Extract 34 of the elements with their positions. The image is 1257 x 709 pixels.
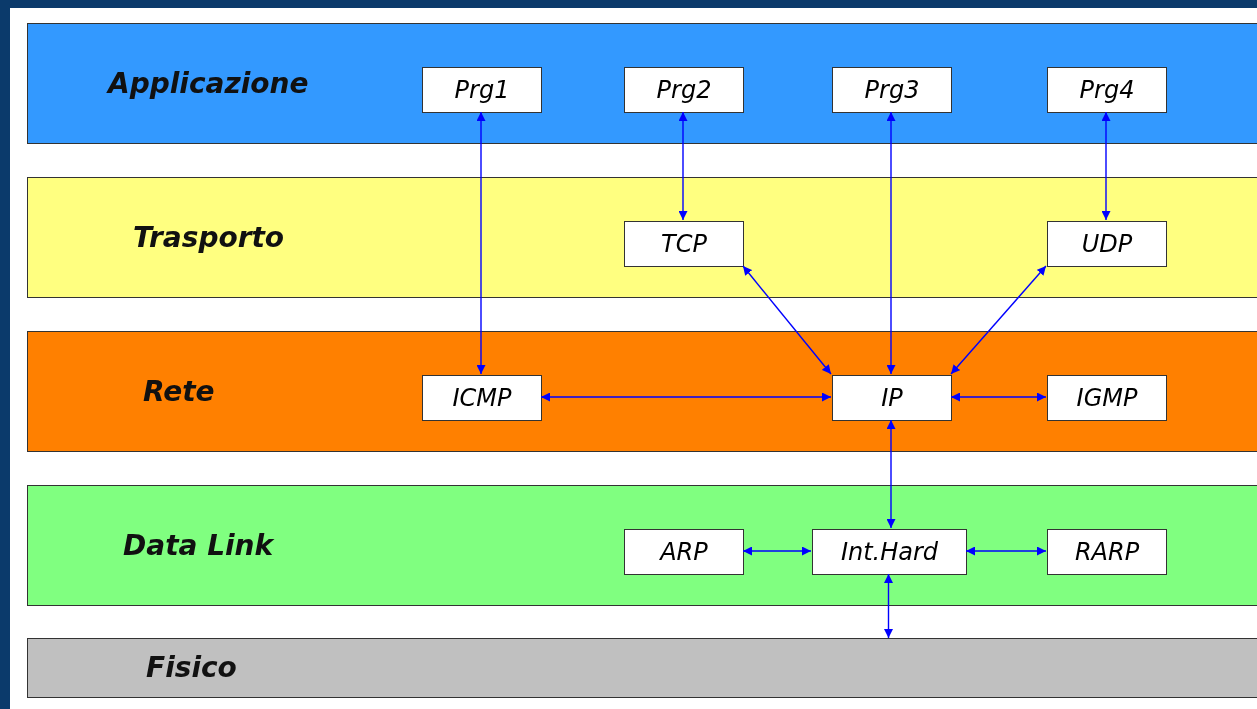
protocol-box: UDP: [1047, 221, 1167, 267]
layer-heading: Fisico: [146, 651, 237, 684]
layer-band: [27, 638, 1257, 698]
protocol-box: Prg1: [422, 67, 542, 113]
arrow: [965, 546, 1047, 556]
layer-band: [27, 331, 1257, 452]
arrow: [950, 265, 1047, 375]
protocol-box: Prg3: [832, 67, 952, 113]
protocol-box: ICMP: [422, 375, 542, 421]
protocol-box: RARP: [1047, 529, 1167, 575]
layer-band: [27, 485, 1257, 606]
protocol-box: IGMP: [1047, 375, 1167, 421]
layer-heading: Data Link: [123, 528, 274, 562]
arrow: [742, 265, 832, 375]
layer-heading: Trasporto: [133, 220, 285, 254]
arrow: [950, 392, 1047, 402]
protocol-box: Prg4: [1047, 67, 1167, 113]
arrow: [886, 111, 896, 375]
protocol-box: ARP: [624, 529, 744, 575]
protocol-box: Int.Hard: [812, 529, 967, 575]
layer-band: [27, 177, 1257, 298]
arrow: [884, 573, 893, 639]
arrow: [476, 111, 486, 375]
protocol-box: Prg2: [624, 67, 744, 113]
layer-band: [27, 23, 1257, 144]
arrow: [678, 111, 688, 221]
arrow: [742, 546, 812, 556]
protocol-box: TCP: [624, 221, 744, 267]
layer-heading: Rete: [143, 374, 215, 408]
arrow: [886, 419, 896, 529]
protocol-box: IP: [832, 375, 952, 421]
arrow: [1101, 111, 1111, 221]
layer-heading: Applicazione: [108, 66, 309, 100]
arrow: [540, 392, 832, 402]
